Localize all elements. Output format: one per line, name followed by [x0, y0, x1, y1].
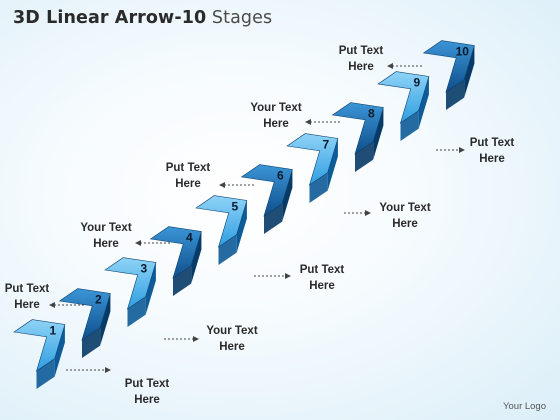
- chevron-side-9: [418, 76, 429, 129]
- stage-label-4-line-1: Your Text: [80, 222, 131, 234]
- stage-number-6: 6: [277, 169, 284, 183]
- chevron-side-6: [282, 169, 293, 222]
- chevron-side-3: [145, 262, 156, 315]
- stage-number-9: 9: [413, 76, 420, 90]
- stage-number-8: 8: [368, 107, 375, 121]
- stage-label-1-line-2: Here: [134, 394, 160, 406]
- chevron-face-1: [13, 319, 66, 372]
- chevron-stage-4: 4: [149, 226, 202, 296]
- chevron-stage-7: 7: [286, 133, 339, 203]
- stage-number-5: 5: [231, 200, 238, 214]
- stage-number-2: 2: [95, 293, 102, 307]
- stage-label-2-line-2: Here: [14, 299, 40, 311]
- stage-label-3-line-1: Your Text: [206, 325, 257, 337]
- stage-label-9-line-2: Here: [479, 153, 505, 165]
- chevron-face-6: [240, 164, 293, 217]
- chevron-side-7: [327, 138, 338, 191]
- chevron-stage-6: 6: [240, 164, 293, 234]
- chevron-face-4: [149, 226, 202, 279]
- chevron-face-8: [331, 102, 384, 155]
- stage-number-7: 7: [322, 138, 329, 152]
- stage-label-8-line-1: Your Text: [250, 102, 301, 114]
- chevron-side-5: [236, 200, 247, 253]
- chevron-stage-3: 3: [104, 257, 157, 327]
- stage-label-3-line-2: Here: [219, 341, 245, 353]
- chevron-face-7: [286, 133, 339, 186]
- logo-text: Your Logo: [503, 401, 546, 412]
- stage-label-9-line-1: Put Text: [470, 137, 515, 149]
- chevron-stage-9: 9: [377, 71, 430, 141]
- stage-label-10-line-2: Here: [348, 61, 374, 73]
- chevron-face-3: [104, 257, 157, 310]
- stage-label-7-line-1: Your Text: [379, 202, 430, 214]
- chevron-stage-10: 10: [422, 40, 475, 110]
- stage-number-10: 10: [456, 45, 470, 59]
- page-title: 3D Linear Arrow-10 Stages: [13, 8, 272, 28]
- stage-label-5-line-1: Put Text: [300, 264, 345, 276]
- stage-label-8-line-2: Here: [263, 118, 289, 130]
- title-number: 10: [181, 8, 207, 28]
- chevron-stage-2: 2: [58, 288, 111, 358]
- stage-number-3: 3: [140, 262, 147, 276]
- chevron-stack: 10 9 8 7 6 5 4 3 2 1: [13, 40, 475, 389]
- stage-label-1-line-1: Put Text: [125, 378, 170, 390]
- chevron-face-10: [422, 40, 475, 93]
- stage-label-10-line-1: Put Text: [339, 45, 384, 57]
- chevron-side-1: [54, 324, 65, 377]
- chevron-stage-5: 5: [195, 195, 248, 265]
- stage-number-1: 1: [49, 324, 56, 338]
- stage-label-6-line-2: Here: [175, 178, 201, 190]
- chevron-face-5: [195, 195, 248, 248]
- chevron-face-2: [58, 288, 111, 341]
- title-main: 3D Linear Arrow: [13, 8, 175, 28]
- stage-label-5-line-2: Here: [309, 280, 335, 292]
- leader-lines: [49, 63, 465, 373]
- stage-number-4: 4: [186, 231, 193, 245]
- chevron-side-4: [191, 231, 202, 284]
- stage-label-7-line-2: Here: [392, 218, 418, 230]
- chevron-side-2: [100, 293, 111, 346]
- stage-label-6-line-1: Put Text: [166, 162, 211, 174]
- chevron-face-9: [377, 71, 430, 124]
- stage-label-2-line-1: Put Text: [5, 283, 50, 295]
- stage-label-4-line-2: Here: [93, 238, 119, 250]
- title-separator: -: [174, 8, 182, 28]
- chevron-stage-8: 8: [331, 102, 384, 172]
- chevron-side-8: [373, 107, 384, 160]
- title-subtitle: Stages: [206, 8, 273, 28]
- chevron-side-10: [464, 45, 475, 98]
- chevron-stage-1: 1: [13, 319, 66, 389]
